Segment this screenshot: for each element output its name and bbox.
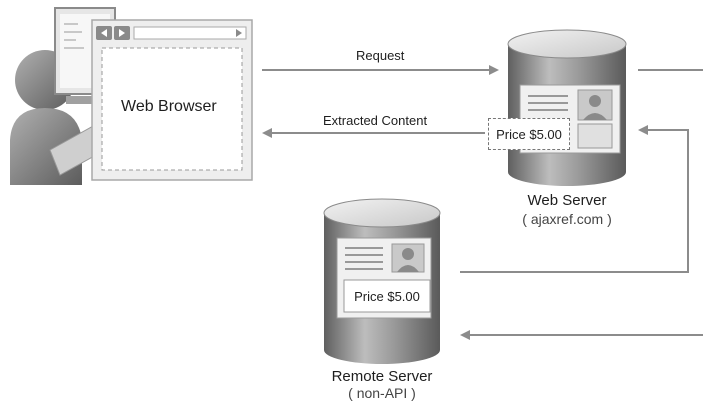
- back-icon: [101, 29, 107, 37]
- web-server-price-tag: Price $5.00: [488, 118, 570, 150]
- web-server-label: Web Server: [527, 192, 607, 209]
- request-label: Request: [356, 48, 405, 63]
- browser-window: [91, 19, 253, 181]
- remote-server-price-tag: Price $5.00: [354, 288, 420, 304]
- remote-server-label: Remote Server: [331, 368, 433, 385]
- extracted-content-label: Extracted Content: [323, 113, 428, 128]
- remote-response-arrow: [460, 125, 689, 273]
- remote-server-type: ( non-API ): [348, 385, 416, 401]
- browser-label: Web Browser: [121, 98, 217, 115]
- forward-icon: [119, 29, 125, 37]
- web-server-cylinder: [507, 29, 627, 186]
- web-server-domain: ( ajaxref.com ): [522, 211, 612, 227]
- go-icon: [236, 29, 242, 37]
- remote-server-cylinder: [323, 198, 441, 364]
